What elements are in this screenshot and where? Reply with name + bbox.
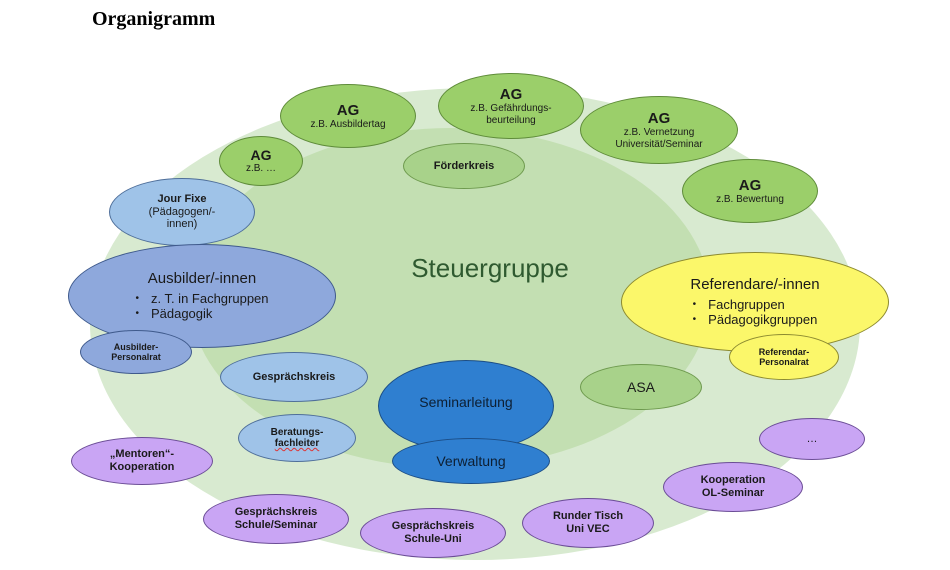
- referendare-item: Pädagogikgruppen: [693, 312, 817, 328]
- ag-label: AG: [647, 109, 671, 127]
- seminarleitung-node: Seminarleitung: [378, 360, 554, 452]
- referendare-list: Fachgruppen Pädagogikgruppen: [693, 297, 818, 328]
- ausbilder-list: z. T. in Fachgruppen Pädagogik: [135, 291, 269, 322]
- ag-vernetzung-node: AG z.B. Vernetzung Universität/Seminar: [580, 96, 738, 164]
- foerderkreis-node: Förderkreis: [403, 143, 525, 189]
- jour-fixe-node: Jour Fixe (Pädagogen/- innen): [109, 178, 255, 246]
- ag-etc-node: AG z.B. …: [219, 136, 303, 186]
- mentoren-kooperation-node: „Mentoren“- Kooperation: [71, 437, 213, 485]
- referendar-personalrat-node: Referendar- Personalrat: [729, 334, 839, 380]
- ag-ausbildertag-node: AG z.B. Ausbildertag: [280, 84, 416, 148]
- jour-fixe-line2: (Pädagogen/-: [148, 205, 216, 218]
- kooperation-ol-line2: OL-Seminar: [701, 487, 765, 499]
- kooperation-ol-line1: Kooperation: [700, 474, 766, 487]
- beratungsfachleiter-node: Beratungs- fachleiter: [238, 414, 356, 462]
- ausbilder-node: Ausbilder/-innen z. T. in Fachgruppen Pä…: [68, 244, 336, 348]
- referendare-item: Fachgruppen: [693, 297, 818, 313]
- runder-tisch-node: Runder Tisch Uni VEC: [522, 498, 654, 548]
- ag-label: AG: [499, 85, 523, 103]
- gk-schule-uni-line1: Gesprächskreis: [391, 520, 475, 533]
- seminarleitung-label: Seminarleitung: [419, 393, 513, 410]
- gespraechskreis-schule-seminar-node: Gesprächskreis Schule/Seminar: [203, 494, 349, 544]
- runder-tisch-line2: Uni VEC: [566, 523, 610, 535]
- mentoren-line1: „Mentoren“-: [109, 448, 175, 461]
- more-label: …: [806, 432, 818, 445]
- ag-label: AG: [250, 147, 272, 164]
- runder-tisch-line1: Runder Tisch: [552, 510, 624, 523]
- ag-label: AG: [738, 176, 762, 194]
- gespraechskreis-label: Gesprächskreis: [252, 370, 336, 383]
- beratung-line2: fachleiter: [274, 438, 320, 449]
- ag-bewertung-node: AG z.B. Bewertung: [682, 159, 818, 223]
- referendare-node: Referendare/-innen Fachgruppen Pädagogik…: [621, 252, 889, 352]
- ag-ausbildertag-text: z.B. Ausbildertag: [310, 118, 386, 130]
- gk-schule-seminar-line1: Gesprächskreis: [234, 506, 318, 519]
- steuergruppe-label: Steuergruppe: [411, 253, 569, 283]
- more-node: …: [759, 418, 865, 460]
- ag-label: AG: [336, 101, 360, 119]
- verwaltung-label: Verwaltung: [436, 452, 506, 469]
- referendar-personalrat-line1: Referendar-: [758, 346, 810, 357]
- jour-fixe-title: Jour Fixe: [157, 193, 207, 206]
- referendare-title: Referendare/-innen: [690, 276, 820, 294]
- ausbilder-personalrat-line2: Personalrat: [111, 352, 161, 362]
- ag-etc-text: z.B. …: [245, 163, 276, 175]
- verwaltung-node: Verwaltung: [392, 438, 550, 484]
- mentoren-line2: Kooperation: [109, 461, 175, 473]
- beratung-line1: Beratungs-: [270, 426, 324, 438]
- ausbilder-personalrat-node: Ausbilder- Personalrat: [80, 330, 192, 374]
- asa-label: ASA: [626, 378, 655, 395]
- gk-schule-uni-line2: Schule-Uni: [404, 533, 462, 545]
- gespraechskreis-schule-uni-node: Gesprächskreis Schule-Uni: [360, 508, 506, 558]
- referendar-personalrat-line2: Personalrat: [759, 357, 809, 367]
- ag-vernetzung-line1: z.B. Vernetzung: [623, 127, 695, 139]
- ausbilder-personalrat-line1: Ausbilder-: [113, 341, 159, 352]
- gk-schule-seminar-line2: Schule/Seminar: [234, 519, 318, 531]
- ag-gefaehrdung-line2: beurteilung: [486, 114, 536, 126]
- jour-fixe-line3: innen): [166, 218, 198, 231]
- ag-gefaehrdung-node: AG z.B. Gefährdungs- beurteilung: [438, 73, 584, 139]
- kooperation-ol-seminar-node: Kooperation OL-Seminar: [663, 462, 803, 512]
- foerderkreis-label: Förderkreis: [433, 159, 495, 172]
- asa-node: ASA: [580, 364, 702, 410]
- ag-vernetzung-line2: Universität/Seminar: [615, 138, 703, 150]
- page-title: Organigramm: [92, 8, 216, 30]
- ausbilder-title: Ausbilder/-innen: [147, 270, 257, 288]
- ausbilder-item: z. T. in Fachgruppen: [135, 291, 269, 307]
- gespraechskreis-node: Gesprächskreis: [220, 352, 368, 402]
- ag-gefaehrdung-line1: z.B. Gefährdungs-: [470, 103, 552, 115]
- ag-bewertung-text: z.B. Bewertung: [716, 193, 784, 205]
- ausbilder-item: Pädagogik: [135, 306, 268, 322]
